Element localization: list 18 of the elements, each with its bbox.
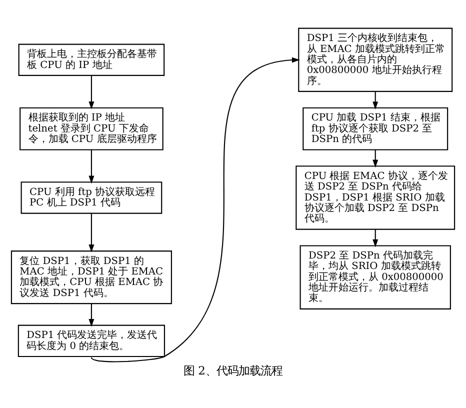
arrow: [372, 149, 378, 168]
node-box: 根据获取到的 IP 地址 telnet 登录到 CPU 下发命令，加载 CPU 底层驱动程序: [20, 106, 164, 150]
node-box: CPU 加载 DSP1 结束，根据 ftp 协议逐个获取 DSP2 至 DSPn 的代码: [302, 106, 448, 150]
node-box: DSP1 三个内核收到结束包，从 EMAC 加载模式跳转到正常模式，从各自片内的 0x00800000 地址开始执行程序。: [298, 27, 453, 92]
caption: 图 2、代码加载流程: [184, 362, 282, 377]
arrow: [372, 228, 378, 247]
arrow: [372, 91, 378, 109]
arrow: [88, 303, 94, 326]
arrow: [88, 213, 94, 252]
node-box: 背板上电，主控板分配各基带板 CPU 的 IP 地址: [18, 43, 165, 76]
node-box: DSP2 至 DSPn 代码加载完毕，均从 SRIO 加载模式跳转到正常模式，从 0x00800000 地址开始运行。加载过程结束。: [300, 244, 451, 309]
arrow: [88, 149, 94, 184]
node-box: 复位 DSP1，获取 DSP1 的 MAC 地址，DSP1 处于 EMAC 加载模式，CPU 根据 EMAC 协议发送 DSP1 代码。: [10, 250, 172, 304]
node-box: CPU 根据 EMAC 协议，逐个发送 DSP2 至 DSPn 代码给 DSP1，DSP1 根据 SRIO 加载协议逐个加载 DSP2 至 DSPn 代码。: [296, 165, 456, 230]
node-box: CPU 利用 ftp 协议获取远程 PC 机上 DSP1 代码: [20, 181, 162, 214]
node-box: DSP1 代码发送完毕，发送代码长度为 0 的结束包。: [18, 324, 166, 357]
arrow: [88, 75, 94, 109]
arrow: [91, 56, 300, 362]
